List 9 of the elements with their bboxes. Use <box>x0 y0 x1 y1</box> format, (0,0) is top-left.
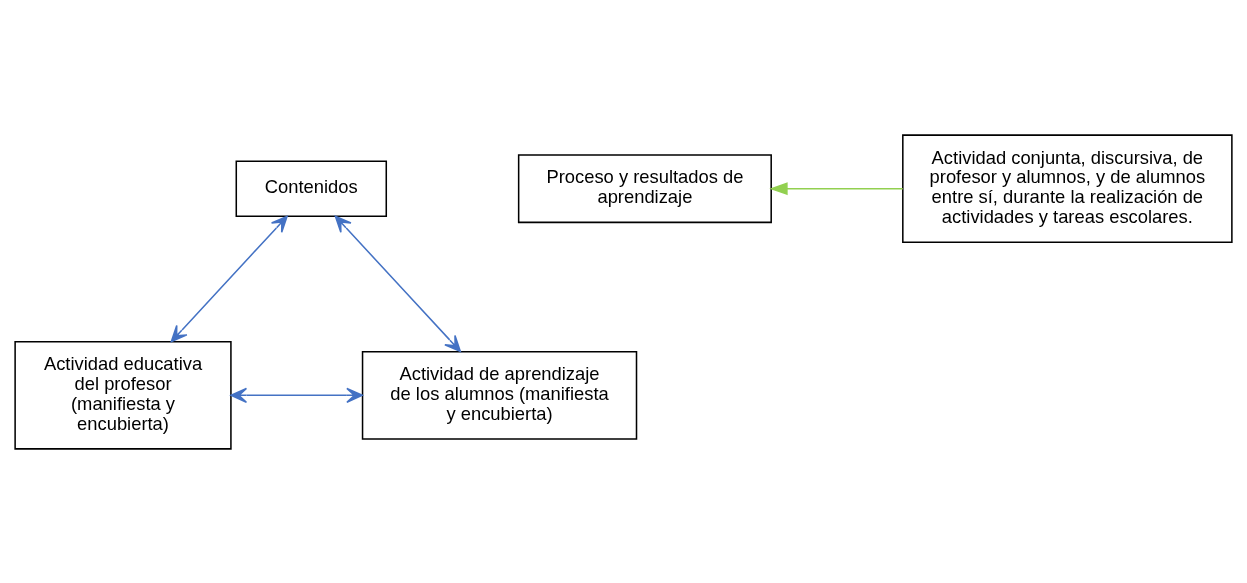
arrow <box>334 215 462 352</box>
arrow <box>230 387 363 403</box>
arrow <box>769 181 904 195</box>
node-box: Actividad conjunta, discursiva, de profesor y alumnos, y de alumnos entre sí, durante la realización de actividades y tareas escolares. <box>902 133 1233 243</box>
node-box: Actividad educativa del profesor (manifiesta y encubierta) <box>14 340 232 450</box>
node-box: Actividad de aprendizaje de los alumnos (manifiesta y encubierta) <box>361 350 638 440</box>
arrow <box>170 215 288 342</box>
node-box: Contenidos <box>235 159 388 217</box>
node-box: Proceso y resultados de aprendizaje <box>517 153 772 223</box>
